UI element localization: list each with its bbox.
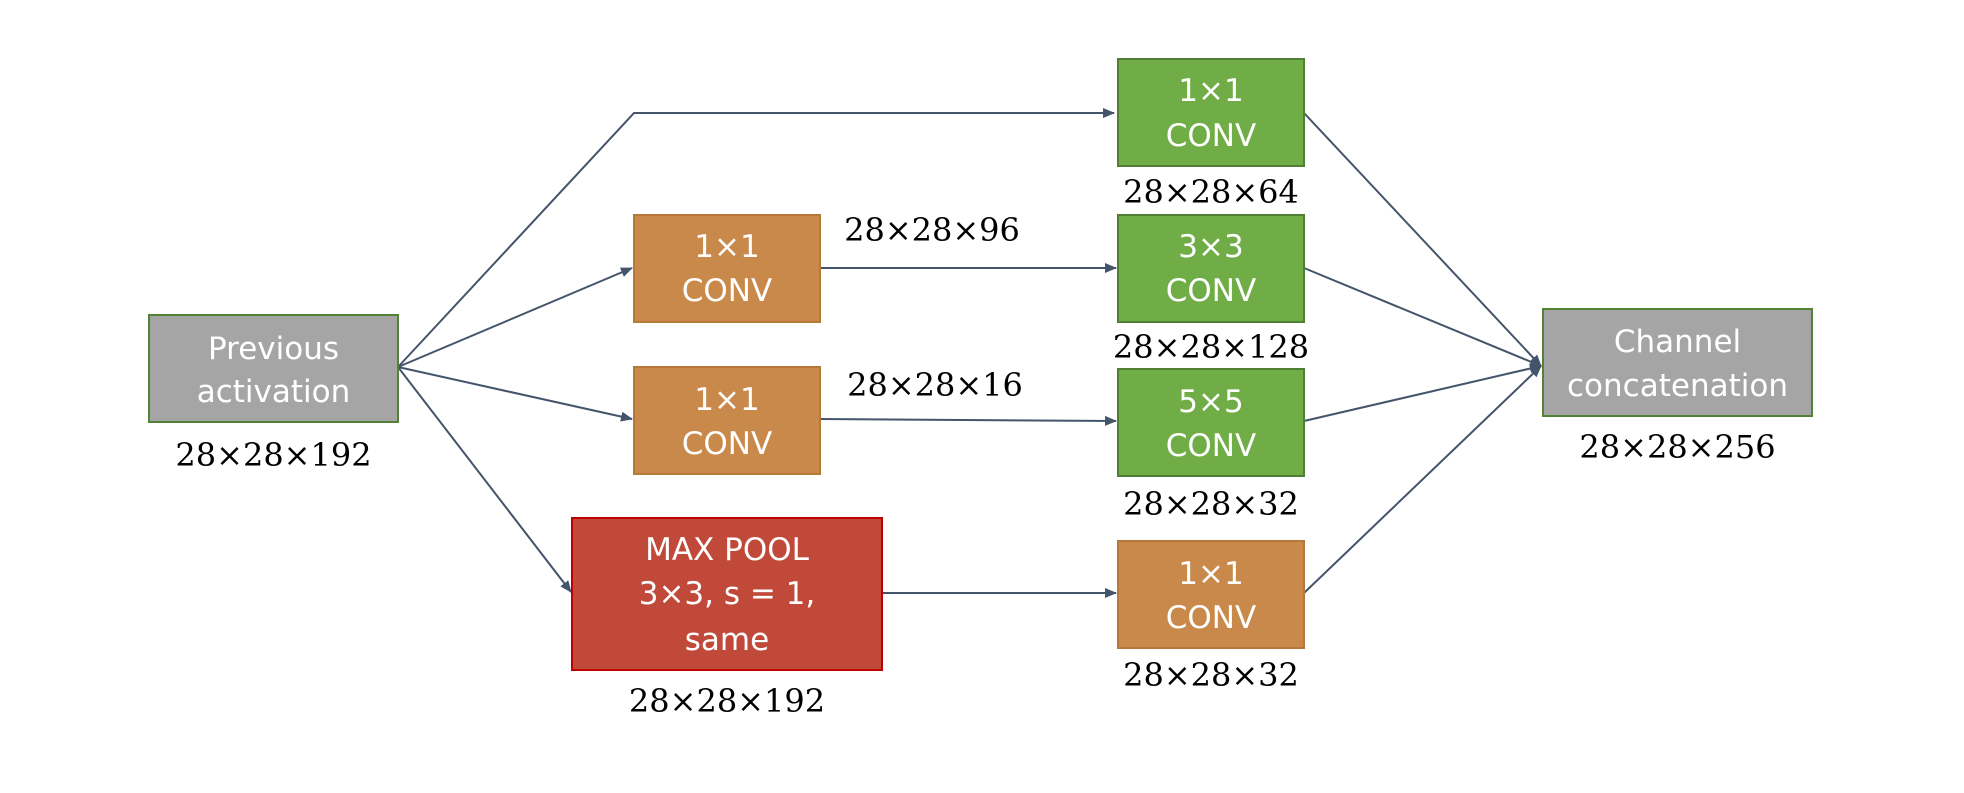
edge-prev-to-maxpool: [397, 366, 572, 593]
node-box: [1117, 540, 1305, 649]
node-reduce5-conv: 1×1 CONV 28×28×16: [633, 366, 1023, 475]
edge-conv5x5-to-concat: [1303, 363, 1542, 422]
dimension-label: 28×28×16: [847, 366, 1023, 404]
edge-reduce5-to-conv5x5: [819, 415, 1117, 426]
node-line: 1×1: [694, 229, 759, 265]
edge-prev-to-conv1x1: [397, 108, 1115, 368]
dimension-label: 28×28×192: [629, 682, 825, 720]
node-box: [571, 517, 883, 671]
dimension-label: 28×28×32: [1123, 485, 1299, 523]
node-line: CONV: [1166, 273, 1256, 309]
node-box: [1542, 308, 1813, 417]
dimension-label: 28×28×256: [1579, 428, 1775, 466]
node-line: same: [685, 622, 769, 658]
node-conv5x5: 5×5 CONV 28×28×32: [1117, 368, 1305, 523]
node-conv3x3: 3×3 CONV 28×28×128: [1113, 214, 1309, 366]
node-line: concatenation: [1567, 368, 1788, 404]
node-line: 1×1: [694, 382, 759, 418]
node-previous-activation: Previous activation 28×28×192: [148, 314, 399, 474]
node-box: [633, 214, 821, 323]
node-conv1x1: 1×1 CONV 28×28×64: [1117, 58, 1305, 211]
node-box: [148, 314, 399, 423]
dimension-label: 28×28×64: [1123, 173, 1299, 211]
node-line: 1×1: [1178, 73, 1243, 109]
node-channel-concatenation: Channel concatenation 28×28×256: [1542, 308, 1813, 466]
node-line: MAX POOL: [645, 532, 810, 568]
node-box: [1117, 214, 1305, 323]
dimension-label: 28×28×96: [844, 211, 1020, 249]
node-box: [1117, 58, 1305, 167]
node-line: CONV: [1166, 600, 1256, 636]
node-line: Channel: [1614, 324, 1741, 360]
edge-conv3x3-to-concat: [1303, 267, 1542, 367]
node-line: CONV: [682, 426, 772, 462]
dimension-label: 28×28×32: [1123, 656, 1299, 694]
node-maxpool: MAX POOL 3×3, s = 1, same 28×28×192: [571, 517, 883, 720]
node-line: 1×1: [1178, 556, 1243, 592]
node-line: 3×3: [1178, 229, 1243, 265]
node-line: 3×3, s = 1,: [639, 576, 816, 612]
node-conv1-after-pool: 1×1 CONV 28×28×32: [1117, 540, 1305, 694]
node-line: CONV: [1166, 428, 1256, 464]
edge-conv1pool-to-concat: [1303, 365, 1542, 594]
dimension-label: 28×28×128: [1113, 328, 1309, 366]
node-line: 5×5: [1178, 384, 1243, 420]
edges: [397, 108, 1542, 598]
node-line: Previous: [208, 331, 339, 367]
node-line: activation: [197, 374, 351, 410]
dimension-label: 28×28×192: [175, 436, 371, 474]
edge-prev-to-reduce3: [397, 267, 633, 368]
node-reduce3-conv: 1×1 CONV 28×28×96: [633, 211, 1020, 323]
node-line: CONV: [1166, 118, 1256, 154]
node-line: CONV: [682, 273, 772, 309]
node-box: [1117, 368, 1305, 477]
edge-prev-to-reduce5: [397, 366, 633, 422]
node-box: [633, 366, 821, 475]
edge-conv1x1-to-concat: [1303, 112, 1542, 367]
